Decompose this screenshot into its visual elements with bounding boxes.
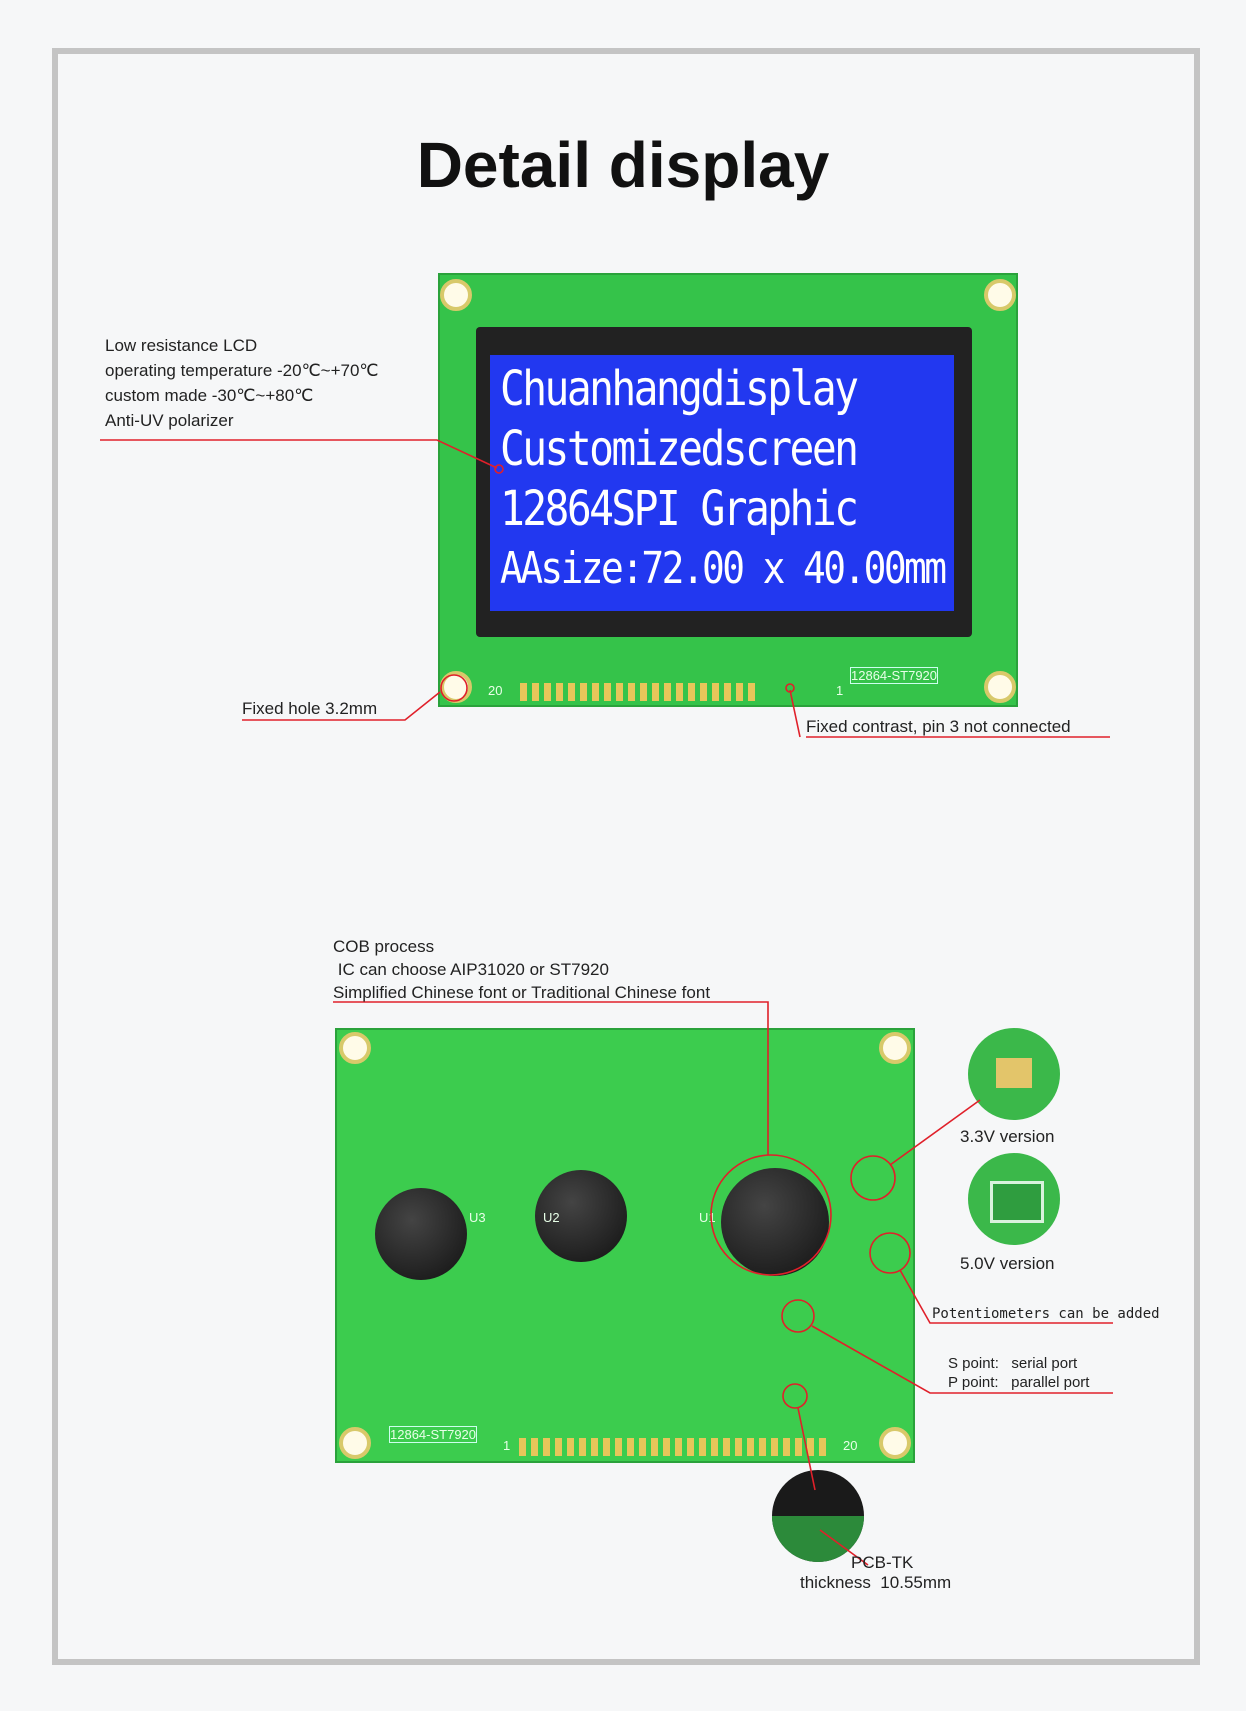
inset-pcb-thickness	[772, 1470, 864, 1562]
screen-line: Customizedscreen	[500, 421, 859, 477]
pin-label: 1	[836, 683, 844, 698]
inset-3v3-pads	[968, 1028, 1060, 1120]
page-frame	[52, 48, 1200, 1665]
annotation-text: custom made -30℃~+80℃	[105, 386, 314, 405]
annotation-text: S point: serial port	[948, 1355, 1078, 1372]
annotation-text: IC can choose AIP31020 or ST7920	[333, 960, 609, 979]
model-label: 12864-ST7920	[389, 1426, 478, 1443]
pin-label: 20	[488, 683, 503, 698]
mounting-hole	[879, 1427, 911, 1459]
annotation-text: PCB-TK	[851, 1553, 914, 1572]
pin-header	[520, 683, 755, 701]
annotation-text: operating temperature -20℃~+70℃	[105, 361, 379, 380]
pin-header	[519, 1438, 826, 1456]
annotation-text: COB process	[333, 937, 435, 956]
annotation-text: Potentiometers can be added	[932, 1306, 1160, 1322]
mounting-hole	[339, 1032, 371, 1064]
cob-chip	[375, 1188, 467, 1280]
cob-chip	[721, 1168, 829, 1276]
lcd-module-front: Chuanhangdisplay Customizedscreen 12864S…	[438, 273, 1018, 707]
pin-label: 20	[843, 1438, 858, 1453]
annotation-text: thickness 10.55mm	[800, 1573, 952, 1592]
annotation-text: Low resistance LCD	[105, 336, 258, 355]
annotation-text: Fixed hole 3.2mm	[242, 699, 378, 718]
inset-5v-pads	[968, 1153, 1060, 1245]
pin-label: 1	[503, 1438, 511, 1453]
annotation-text: Simplified Chinese font or Traditional C…	[333, 983, 711, 1002]
screen-line: Chuanhangdisplay	[500, 361, 859, 417]
annotation-text: Fixed contrast, pin 3 not connected	[806, 717, 1071, 736]
page-title: Detail display	[416, 129, 830, 201]
annotation-text: Anti-UV polarizer	[105, 411, 234, 430]
mounting-hole	[440, 279, 472, 311]
annotation-text: 3.3V version	[960, 1127, 1055, 1146]
cob-chip	[535, 1170, 627, 1262]
mounting-hole	[879, 1032, 911, 1064]
mounting-hole	[984, 671, 1016, 703]
mounting-hole	[339, 1427, 371, 1459]
lcd-screen: Chuanhangdisplay Customizedscreen 12864S…	[490, 355, 954, 611]
model-label: 12864-ST7920	[850, 667, 939, 684]
screen-line: AAsize:72.00 x 40.00mm	[500, 543, 947, 594]
annotation-text: 5.0V version	[960, 1254, 1055, 1273]
lcd-bezel: Chuanhangdisplay Customizedscreen 12864S…	[476, 327, 972, 637]
screen-line: 12864SPI Graphic	[500, 481, 859, 537]
annotation-text: P point: parallel port	[948, 1374, 1090, 1391]
mounting-hole	[984, 279, 1016, 311]
lcd-module-back: U3 U2 U1 12864-ST7920 1 20	[335, 1028, 915, 1463]
ic-label: U3	[469, 1210, 486, 1225]
ic-label: U2	[543, 1210, 560, 1225]
